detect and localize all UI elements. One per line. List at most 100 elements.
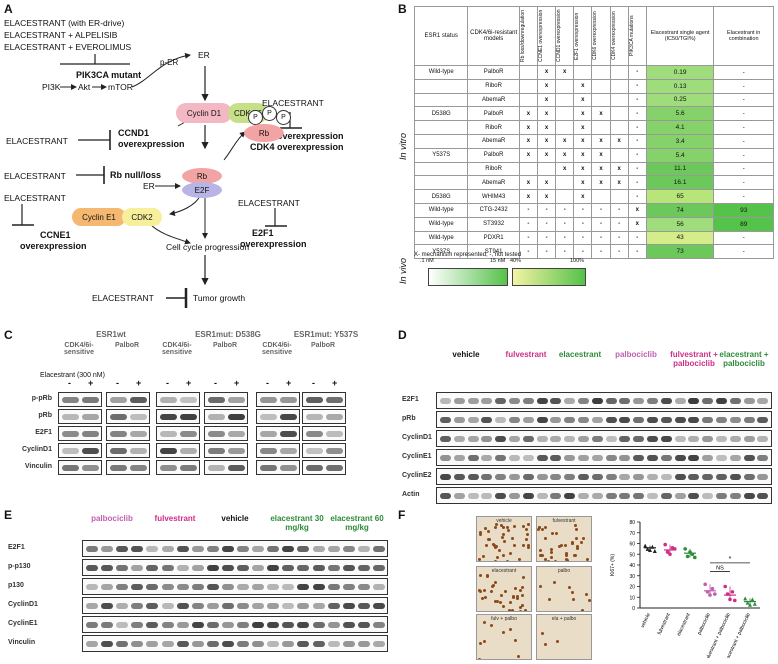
ki67-nucleus (560, 543, 564, 547)
c-band (208, 465, 225, 471)
e-band (342, 565, 355, 571)
d-band (605, 398, 617, 404)
cell-mark: - (555, 216, 575, 232)
ki67-nucleus (518, 610, 522, 611)
per-label: p-ER (160, 58, 179, 67)
d-band (702, 455, 714, 461)
e-band (342, 584, 355, 590)
cell-mark: - (518, 216, 539, 232)
c-band (110, 448, 127, 454)
x-tick-label: palbociclib (697, 612, 712, 636)
cell-mark: x (591, 161, 611, 177)
cell-combination: - (713, 106, 774, 122)
cell-combination: - (713, 78, 774, 94)
cell-esr1-status: D538G (413, 189, 469, 204)
cell-mark: x (518, 175, 539, 191)
d-band (619, 493, 631, 499)
e-band (101, 641, 114, 647)
ki67-nucleus (550, 551, 554, 555)
ki67-nucleus (582, 536, 586, 540)
panel-label-b: B (398, 2, 407, 16)
cell-mark: x (555, 133, 575, 149)
th-combo: Elacestrant in combination (713, 6, 774, 66)
ki67-nucleus (554, 531, 558, 535)
cell-single-agent: 74 (645, 202, 715, 218)
ki67-nucleus (519, 606, 523, 610)
e-band (312, 641, 325, 647)
e-band (101, 546, 114, 552)
data-point (685, 554, 690, 559)
ki67-nucleus (561, 658, 565, 659)
data-point (745, 600, 750, 605)
ki67-nucleus (569, 560, 573, 561)
c-sign: + (332, 378, 338, 388)
d-band (509, 417, 520, 423)
d-band (757, 474, 769, 480)
c-band (110, 414, 127, 420)
c-subheader: PalboR (310, 342, 336, 349)
cell-mark: - (627, 230, 647, 246)
ki67-nucleus (500, 535, 504, 539)
ki67-nucleus (490, 585, 494, 589)
data-point (752, 601, 757, 606)
cell-model: WHIM43 (467, 189, 520, 204)
elacestrant-ccne1: ELACESTRANT (4, 193, 66, 203)
e-group-header: vehicle (221, 514, 249, 523)
data-point (693, 555, 697, 560)
cell-combination: 93 (713, 202, 774, 218)
cell-mark (555, 92, 575, 108)
ki67-nucleus (484, 543, 488, 547)
c-subheader: PalboR (212, 342, 238, 349)
ki67-nucleus (489, 624, 493, 628)
c-band (280, 448, 297, 454)
ki67-nucleus (512, 524, 516, 528)
d-band (522, 493, 534, 499)
d-band (633, 493, 645, 499)
cell-mark: x (536, 120, 557, 135)
d-band (509, 398, 520, 404)
e-row-label: p130 (8, 582, 24, 589)
e-band (206, 622, 219, 628)
cell-mark: x (536, 147, 557, 163)
d-band (729, 474, 741, 480)
c-band (82, 448, 99, 454)
ki67-nucleus (479, 641, 483, 645)
c-band (208, 431, 225, 437)
d-band (453, 493, 465, 499)
cell-single-agent: 3.4 (645, 133, 715, 149)
ki67-nucleus (507, 608, 511, 611)
e-group-header: fulvestrant (154, 514, 196, 523)
ki67-nucleus (493, 600, 497, 604)
e-band (146, 584, 159, 590)
d-band (509, 455, 520, 461)
ki67-nucleus (484, 527, 488, 531)
cell-mark: x (555, 161, 575, 177)
c-blot-strip (156, 409, 200, 424)
c-band (326, 465, 343, 471)
cell-mark: - (591, 216, 611, 232)
c-band (82, 465, 99, 471)
ki67-nucleus (513, 587, 517, 591)
ki67-nucleus (539, 554, 543, 558)
ki67-nucleus (550, 531, 554, 535)
d-band (702, 417, 714, 423)
e-band (297, 565, 310, 571)
cell-mark: x (536, 189, 557, 204)
e-row-label: E2F1 (8, 544, 25, 551)
cell-combination: - (713, 120, 774, 135)
c-row-label: CyclinD1 (22, 446, 52, 453)
e-band (372, 641, 385, 647)
d-band (605, 474, 617, 480)
data-point (710, 586, 715, 591)
c-blot-strip (204, 460, 248, 475)
d-band (688, 493, 700, 499)
e-band (161, 565, 174, 571)
ki67-nucleus (546, 560, 550, 561)
cell-mark: - (573, 216, 593, 232)
d-band (564, 493, 576, 499)
ki67-nucleus (519, 588, 523, 592)
ki67-nucleus (495, 523, 499, 527)
